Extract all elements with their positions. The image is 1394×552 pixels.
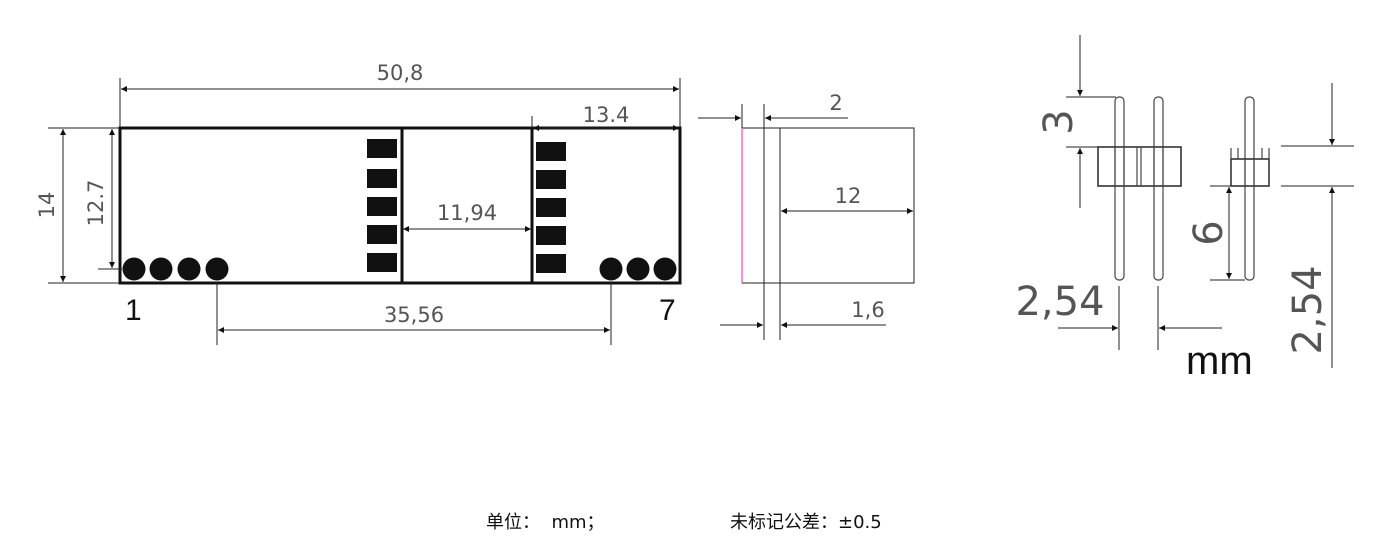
smd-pad — [367, 225, 397, 244]
pin-body — [1153, 96, 1164, 281]
pin-dots-left — [122, 257, 229, 281]
dim-pin-length-label: 6 — [1186, 220, 1232, 245]
plastic-housing-side — [1230, 158, 1270, 187]
header-pin-detail: 3 2,54 6 2,54 mm — [1015, 35, 1354, 383]
pin-7-label: 7 — [659, 294, 676, 327]
dim-side-depth-label: 12 — [835, 184, 862, 208]
dim-height-inner-label: 12.7 — [84, 180, 108, 227]
smd-pad — [536, 142, 566, 161]
plastic-housing — [1097, 146, 1182, 187]
smd-pad — [536, 198, 566, 217]
pin-dot — [177, 257, 201, 281]
pin-dot — [122, 257, 146, 281]
smd-pad — [367, 139, 397, 158]
dim-pitch-vertical-label: 2,54 — [1285, 265, 1331, 354]
dim-pin-span-label: 35,56 — [384, 303, 444, 327]
module-dimension-drawing: 50,8 13.4 14 12.7 11,94 35,56 1 7 — [35, 35, 1354, 383]
dim-pitch-horizontal-label: 2,54 — [1015, 279, 1104, 325]
smd-pad — [367, 197, 397, 216]
pin-dot — [653, 257, 677, 281]
pin-1-label: 1 — [125, 294, 142, 327]
left-pad-column — [367, 139, 397, 272]
pin-body-side — [1244, 96, 1255, 281]
unit-label: mm — [1186, 339, 1253, 383]
dim-window-label: 11,94 — [437, 201, 497, 225]
pin-dot — [599, 257, 623, 281]
smd-pad — [536, 170, 566, 189]
pin-dots-right — [599, 257, 677, 281]
footer-notes: 单位： mm； 未标记公差：±0.5 — [0, 508, 1394, 534]
unit-note: 单位： mm； — [486, 512, 605, 533]
dim-length-label: 50,8 — [377, 61, 424, 85]
top-view: 50,8 13.4 14 12.7 11,94 35,56 1 7 — [35, 61, 682, 345]
smd-pad — [536, 254, 566, 273]
side-outline — [741, 127, 915, 284]
dim-side-bottom-label: 1,6 — [851, 298, 884, 322]
pin-body — [1114, 96, 1125, 281]
smd-pad — [536, 226, 566, 245]
module-outline — [118, 126, 682, 285]
smd-pad — [367, 169, 397, 188]
pin-dot — [626, 257, 650, 281]
smd-pad — [367, 253, 397, 272]
side-view: 2 12 1,6 — [698, 91, 915, 340]
dim-height-outer-label: 14 — [35, 192, 59, 219]
dim-side-top-label: 2 — [829, 91, 842, 115]
tolerance-note: 未标记公差：±0.5 — [730, 512, 882, 533]
pin-dot — [149, 257, 173, 281]
dim-pin-height-label: 3 — [1036, 109, 1082, 134]
pin-dot — [205, 257, 229, 281]
right-pad-column — [536, 142, 566, 273]
dim-right-section-label: 13.4 — [583, 103, 630, 127]
